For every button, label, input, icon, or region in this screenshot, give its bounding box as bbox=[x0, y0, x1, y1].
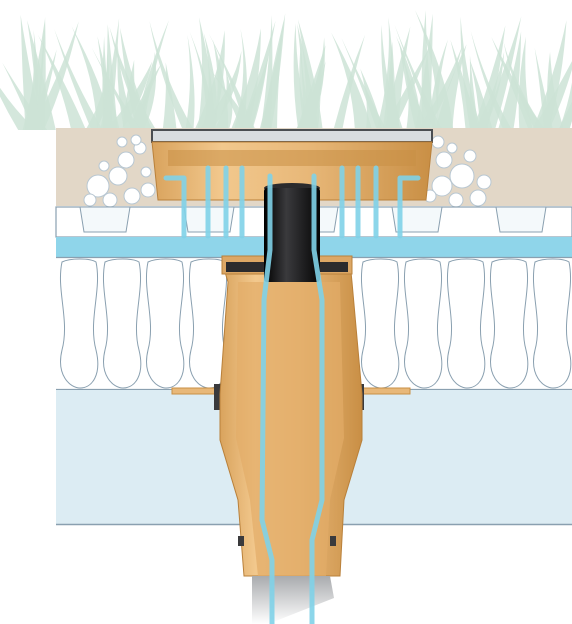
outlet-pipe bbox=[252, 576, 334, 624]
grass bbox=[0, 10, 572, 130]
